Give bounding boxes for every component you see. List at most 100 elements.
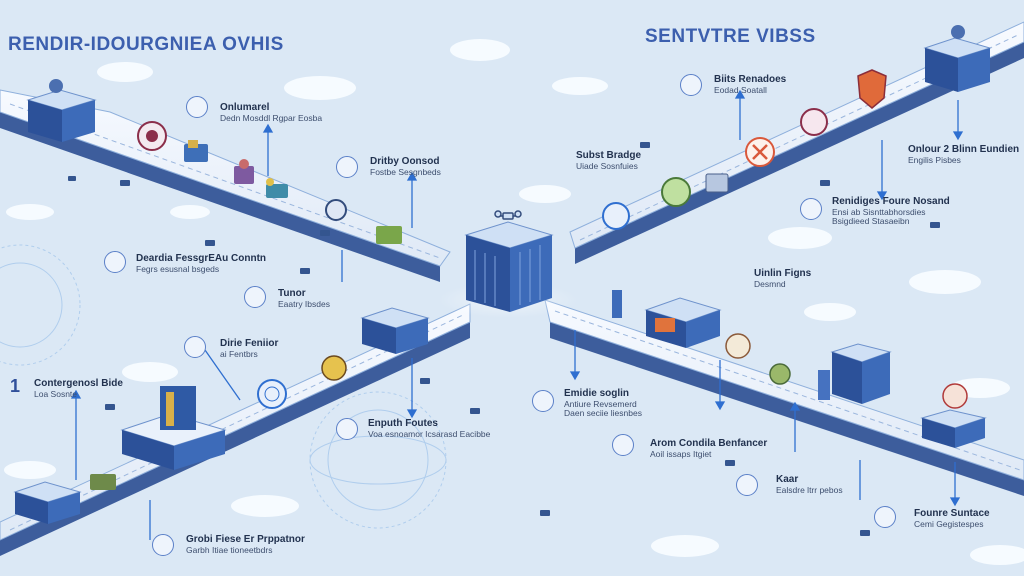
grid-icon — [152, 534, 174, 556]
label-title: Founre Suntace — [914, 508, 990, 519]
badge-icon — [800, 108, 828, 136]
label-renidiges: Renidiges Foure Nosand Ensi ab Sisnttabh… — [832, 196, 950, 227]
label-subtitle: ai Fentbrs — [220, 348, 258, 359]
label-subtitle: Cemi Gegistespes — [914, 518, 984, 529]
label-title: Deardia FessgrEAu Conntn — [136, 253, 267, 264]
server-icon — [532, 390, 554, 412]
truck-icon — [90, 474, 116, 490]
building-bottom-left — [13, 481, 82, 524]
cargo-icon — [184, 140, 208, 162]
tablet-icon — [244, 286, 266, 308]
step-number: 1 — [10, 376, 21, 396]
label-title: Enputh Foutes — [368, 418, 438, 429]
label-title: Dritby Oonsod — [370, 156, 440, 167]
cloud — [170, 205, 210, 219]
crate-icon — [376, 226, 402, 244]
label-subst-bradge: Subst Bradge Uiade Sosnfuies — [576, 150, 641, 171]
orange-shield-icon — [857, 69, 887, 109]
label-subtitle-2: Bsigdieed Stasaeibn — [832, 216, 910, 227]
label-subtitle: Engilis Pisbes — [908, 154, 961, 165]
label-kaar: Kaar Ealsdre ltrr pebos — [776, 474, 843, 495]
shield-icon — [137, 121, 167, 151]
x-mark-icon — [745, 137, 775, 167]
label-subtitle: Eodad Soatall — [714, 84, 767, 95]
cloud — [4, 461, 56, 479]
bar-chart-icon — [736, 474, 758, 496]
central-data-tower — [438, 210, 578, 318]
building-right-edge — [920, 409, 987, 448]
cloud — [519, 185, 571, 203]
label-subtitle: Fostbe Sesgnbeds — [370, 166, 441, 177]
globe-decoration — [0, 244, 447, 529]
label-title: Subst Bradge — [576, 150, 642, 161]
label-subtitle: Ensi ab Sisnttabhorsdies — [832, 206, 926, 217]
cloud — [284, 76, 356, 100]
label-grobi-fiese: Grobi Fiese Er Prppatnor Garbh Itiae tio… — [186, 534, 305, 555]
label-enputh-foutes: Enputh Foutes Voa esnoamor Icsarasd Eaci… — [368, 418, 490, 439]
cloud — [768, 227, 832, 249]
dome-icon — [725, 333, 751, 359]
node-icons — [90, 69, 968, 490]
cloud — [552, 77, 608, 95]
cloud — [450, 39, 510, 61]
drone-icon — [266, 178, 288, 198]
label-subtitle: Voa esnoamor Icsarasd Eacibbe — [368, 428, 491, 439]
label-deardia: Deardia FessgrEAu Conntn Fegrs esusnal b… — [136, 253, 266, 274]
letter-a-icon — [104, 251, 126, 273]
cloud — [122, 362, 178, 382]
label-title: Arom Condila Benfancer — [650, 438, 768, 449]
label-title: Dirie Feniior — [220, 338, 279, 349]
tools-icon — [612, 434, 634, 456]
label-subtitle: Fegrs esusnal bsgeds — [136, 263, 220, 274]
building-right-lower — [818, 343, 892, 404]
cloud — [970, 545, 1024, 565]
clouds — [4, 39, 1024, 565]
label-title: Emidie soglin — [564, 388, 630, 399]
cloud — [231, 495, 299, 517]
label-emidie-soglin: Emidie soglin Antiure Revsemerd Daen sec… — [564, 388, 642, 419]
cloud — [97, 62, 153, 82]
building-top-right — [923, 25, 992, 92]
label-subtitle: Ealsdre ltrr pebos — [776, 484, 843, 495]
label-title: Kaar — [776, 474, 799, 485]
label-title: Uinlin Figns — [754, 268, 812, 279]
building-top-left — [26, 79, 97, 142]
label-subtitle: Desmnd — [754, 278, 786, 289]
label-subtitle: Loa Sosnte — [34, 388, 78, 399]
label-onlour-2: Onlour 2 Blinn Eundien Engilis Pisbes — [908, 144, 1019, 165]
label-biits-renadoes: Biits Renadoes Eodad Soatall — [714, 74, 786, 95]
pin-icon — [680, 74, 702, 96]
road-lower-left-side — [0, 322, 470, 556]
connector-lines — [70, 89, 964, 540]
label-subtitle: Dedn Mosddl Rgpar Eosba — [220, 112, 323, 123]
globe-node-icon — [257, 379, 287, 409]
label-title: Biits Renadoes — [714, 74, 787, 85]
label-unlin-figns: Uinlin Figns Desmnd — [754, 268, 811, 289]
label-tunor: Tunor Eaatry Ibsdes — [278, 288, 330, 309]
box-icon — [705, 173, 729, 193]
label-founre-suntace: Founre Suntace Cemi Gegistespes — [914, 508, 990, 529]
lens-icon — [602, 202, 630, 230]
road-upper-left-side — [0, 112, 440, 282]
building-left-lower — [120, 386, 227, 470]
building-mid-left — [360, 307, 430, 354]
label-dirie-fenior: Dirie Feniior ai Fentbrs — [220, 338, 278, 359]
label-title: Grobi Fiese Er Prppatnor — [186, 534, 305, 545]
green-orb-icon — [661, 177, 691, 207]
title-right: SENTVTRE VIBSS — [645, 26, 816, 47]
machine-icon — [234, 159, 254, 184]
label-contergenosl: Contergenosl Bide Loa Sosnte — [34, 378, 123, 399]
cloud — [651, 535, 719, 557]
label-subtitle: Antiure Revsemerd — [564, 398, 637, 409]
label-onlumarel: Onlumarel Dedn Mosddl Rgpar Eosba — [220, 102, 322, 123]
label-subtitle-2: Daen seciie liesnbes — [564, 408, 642, 419]
factory-mid-right — [612, 290, 722, 348]
refresh-icon — [800, 198, 822, 220]
network-icon — [336, 156, 358, 178]
hand-icon — [874, 506, 896, 528]
label-subtitle: Aoil issaps Itgiet — [650, 448, 712, 459]
label-aron-condia: Arom Condila Benfancer Aoil issaps Itgie… — [650, 438, 767, 459]
label-title: Onlumarel — [220, 102, 270, 113]
robot-icon — [325, 199, 347, 221]
